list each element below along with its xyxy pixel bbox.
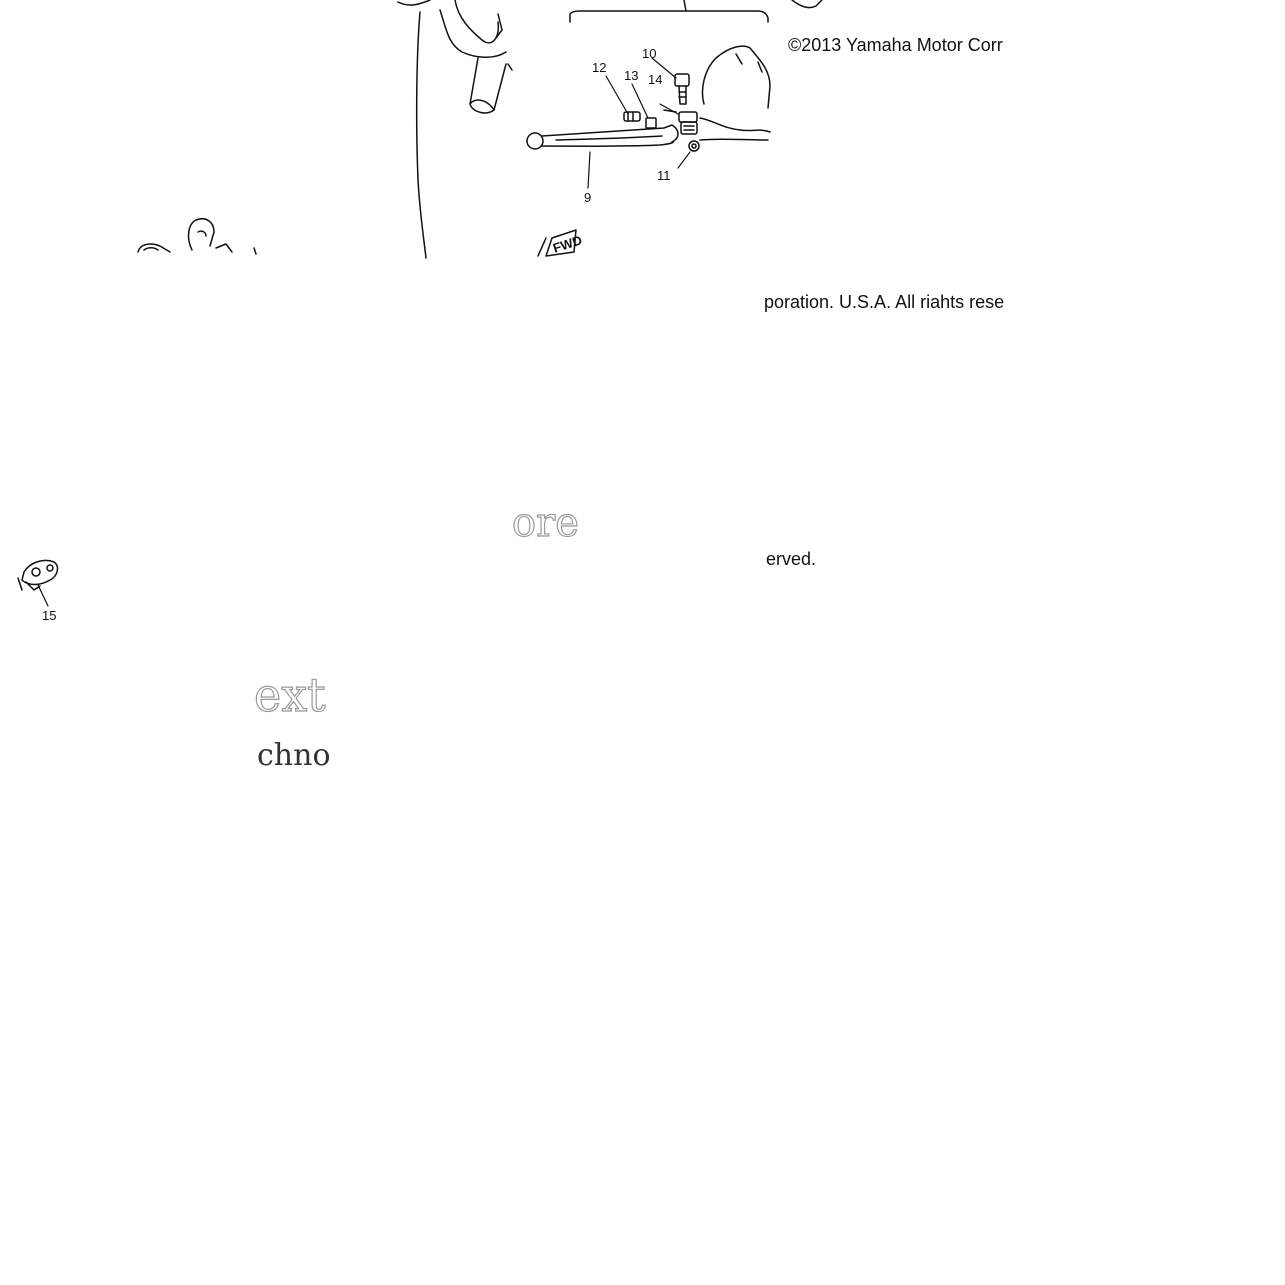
handlebar-assembly-sketch xyxy=(397,0,513,114)
pivot-stack xyxy=(678,111,698,135)
callout-12: 12 xyxy=(592,60,606,75)
group-bracket xyxy=(569,0,769,23)
housing-fragment xyxy=(791,0,823,9)
callout-9: 9 xyxy=(584,190,591,205)
callout-10: 10 xyxy=(642,46,656,61)
small-fasteners xyxy=(623,109,677,129)
callout-14: 14 xyxy=(648,72,662,87)
grip-fragment xyxy=(137,218,257,255)
nut-part xyxy=(688,140,700,152)
bolt-part xyxy=(674,73,690,105)
copyright-line-2: poration. U.S.A. All riahts rese xyxy=(764,292,1005,312)
copyright-line-1: ©2013 Yamaha Motor Corr xyxy=(788,35,1003,55)
cable-line xyxy=(415,11,427,259)
callout-13: 13 xyxy=(624,68,638,83)
watermark-fragment-2: ext xyxy=(254,668,326,723)
copyright-line-3: erved. xyxy=(766,549,817,569)
watermark-fragment-1: ore xyxy=(512,500,579,547)
fwd-stamp xyxy=(537,229,577,257)
watermark-fragment-3: chno xyxy=(257,738,329,773)
switch-part xyxy=(17,559,59,591)
callout-15: 15 xyxy=(42,608,56,623)
lever-part xyxy=(526,124,679,150)
callout-leaders xyxy=(37,57,691,607)
lever-holder-body xyxy=(699,45,771,141)
callout-11: 11 xyxy=(657,168,671,183)
